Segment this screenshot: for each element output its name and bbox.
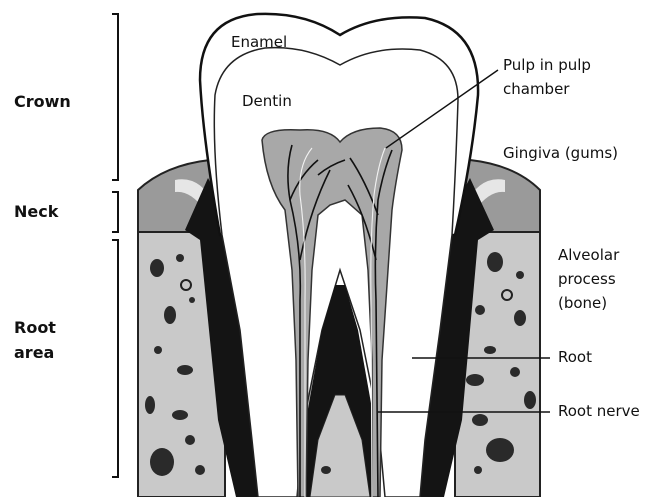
region-brackets <box>112 14 118 477</box>
label-enamel: Enamel <box>231 33 287 52</box>
label-root-area-line2: area <box>14 343 54 362</box>
label-crown: Crown <box>14 92 71 111</box>
label-alveolar-line2: process <box>558 270 616 289</box>
label-alveolar-line3: (bone) <box>558 294 607 313</box>
label-pulp-line2: chamber <box>503 80 569 99</box>
label-alveolar-line1: Alveolar <box>558 246 619 265</box>
label-root-area-line1: Root <box>14 318 56 337</box>
label-root-nerve: Root nerve <box>558 402 640 421</box>
label-dentin: Dentin <box>242 92 292 111</box>
label-pulp-line1: Pulp in pulp <box>503 56 591 75</box>
label-root: Root <box>558 348 592 367</box>
label-neck: Neck <box>14 202 58 221</box>
label-gingiva: Gingiva (gums) <box>503 144 618 163</box>
